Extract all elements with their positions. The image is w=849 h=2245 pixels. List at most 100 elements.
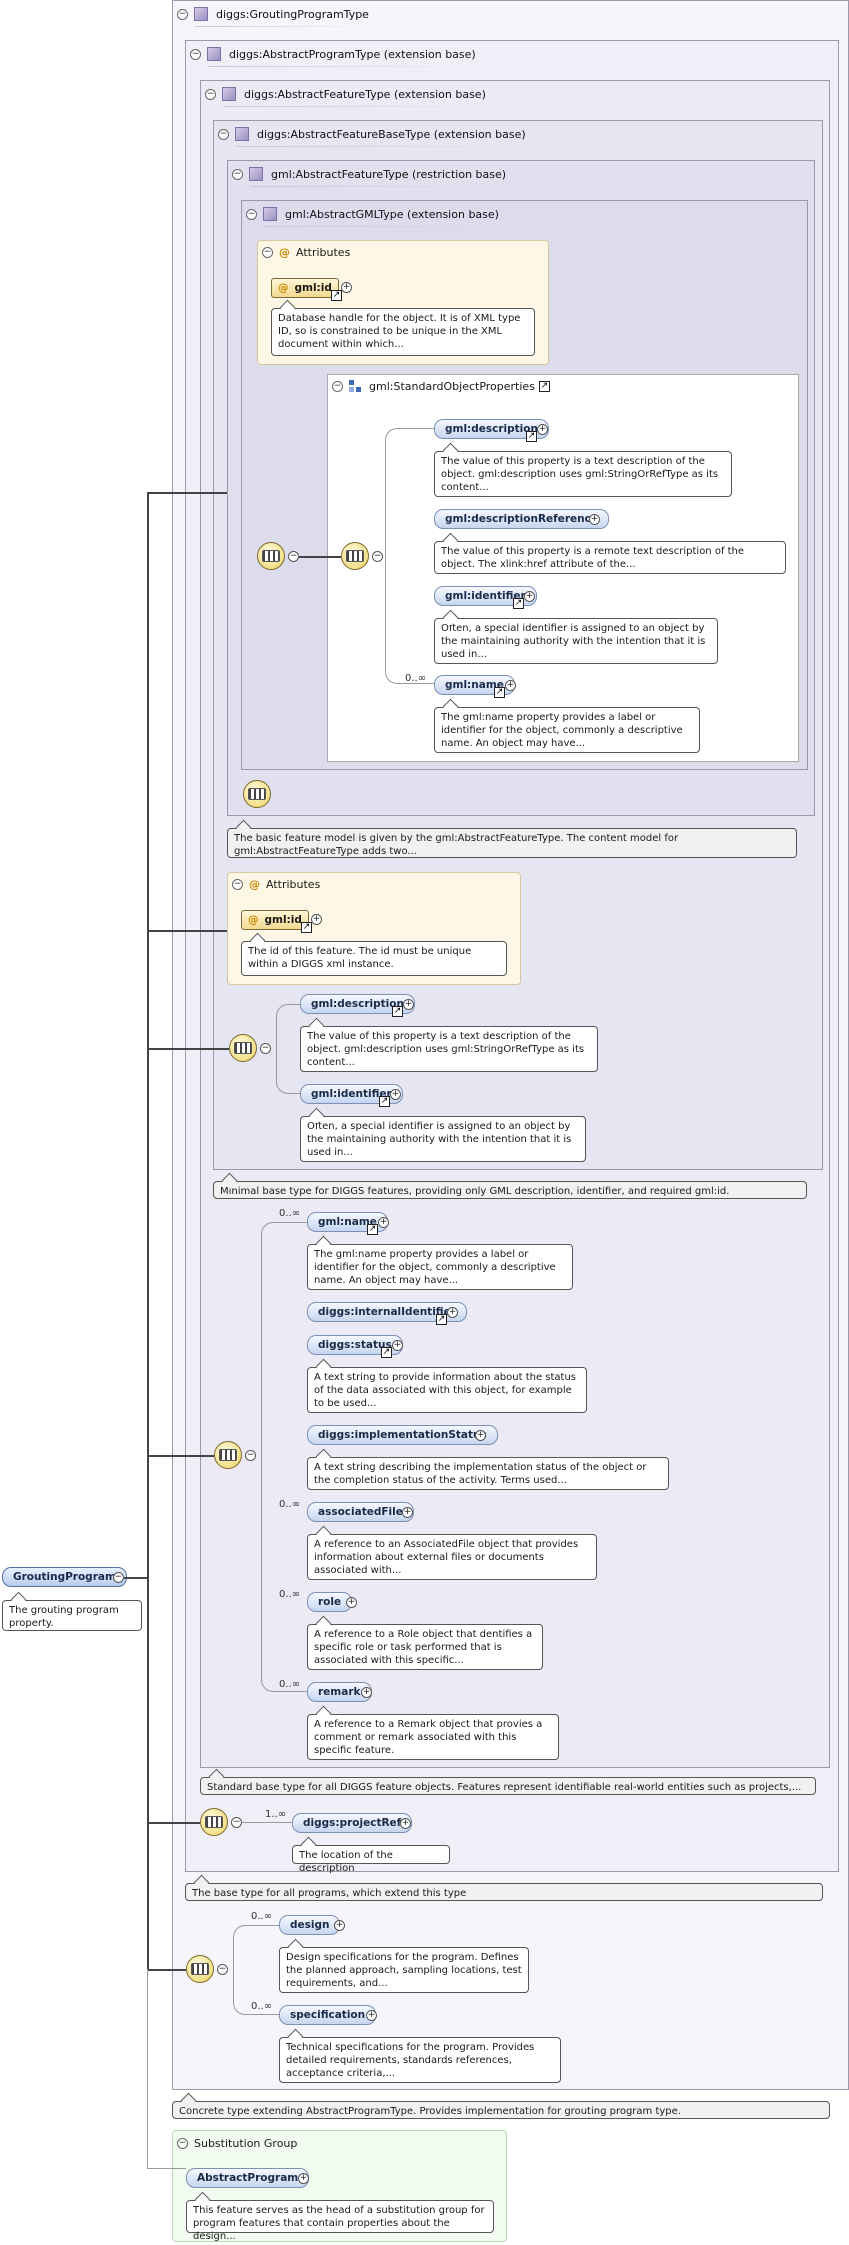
element-remark[interactable]: remark: [307, 1682, 372, 1702]
connector-branch: [147, 1822, 200, 1824]
sequence-compositor-icon[interactable]: [257, 542, 285, 570]
sequence-compositor-icon[interactable]: [214, 1441, 242, 1469]
expand-icon[interactable]: +: [402, 1507, 413, 1518]
connector-branch: [147, 1455, 214, 1457]
element-role[interactable]: role: [307, 1592, 353, 1612]
attribute-name: gml:id: [294, 282, 332, 294]
element-abstract-program[interactable]: AbstractProgram: [186, 2168, 310, 2188]
type-doc: Concrete type extending AbstractProgramT…: [172, 2101, 830, 2119]
sequence-compositor-icon[interactable]: [341, 542, 369, 570]
element-diggs-project-ref[interactable]: diggs:projectRef: [292, 1813, 413, 1833]
element-diggs-internal-identifier[interactable]: diggs:internalIdentifier: [307, 1302, 467, 1322]
element-gml-description[interactable]: gml:description: [434, 419, 549, 439]
expand-icon[interactable]: +: [298, 2173, 309, 2184]
link-icon[interactable]: ↗: [367, 1224, 378, 1235]
expand-icon[interactable]: +: [334, 1920, 345, 1931]
expand-icon[interactable]: +: [505, 680, 516, 691]
element-doc: The value of this property is a text des…: [300, 1026, 598, 1072]
sequence-compositor-icon[interactable]: [186, 1955, 214, 1983]
element-diggs-implementation-status[interactable]: diggs:implementationStatus: [307, 1425, 498, 1445]
group-name: gml:StandardObjectProperties: [369, 379, 535, 393]
collapse-toggle[interactable]: −: [245, 1450, 256, 1461]
header-divider: [264, 226, 499, 227]
collapse-toggle[interactable]: −: [231, 1817, 242, 1828]
expand-icon[interactable]: +: [346, 1597, 357, 1608]
link-icon[interactable]: ↗: [436, 1314, 447, 1325]
link-icon[interactable]: ↗: [331, 290, 342, 301]
complex-type-icon: [235, 127, 249, 141]
element-doc: Often, a special identifier is assigned …: [300, 1116, 586, 1162]
expand-icon[interactable]: +: [341, 282, 352, 293]
element-doc: A text string describing the implementat…: [307, 1457, 669, 1490]
element-doc: A text string to provide information abo…: [307, 1367, 587, 1413]
type-name: diggs:AbstractFeatureBaseType (extension…: [257, 127, 526, 141]
attribute-gml-id[interactable]: @ gml:id: [271, 278, 339, 298]
expand-icon[interactable]: +: [361, 1687, 372, 1698]
link-icon[interactable]: ↗: [494, 687, 505, 698]
link-icon[interactable]: ↗: [301, 922, 312, 933]
collapse-toggle[interactable]: −: [332, 380, 343, 392]
group-header: − gml:StandardObjectProperties ↗: [328, 375, 550, 397]
collapse-toggle[interactable]: −: [372, 551, 383, 562]
collapse-toggle[interactable]: −: [113, 1572, 124, 1583]
collapse-toggle[interactable]: −: [205, 88, 216, 100]
type-header: − diggs:AbstractFeatureType (extension b…: [201, 81, 486, 107]
element-specification[interactable]: specification: [279, 2005, 377, 2025]
collapse-toggle[interactable]: −: [177, 2137, 188, 2149]
collapse-toggle[interactable]: −: [246, 208, 257, 220]
sequence-compositor-icon[interactable]: [200, 1808, 228, 1836]
collapse-toggle[interactable]: −: [262, 246, 273, 258]
type-header: − gml:AbstractFeatureType (restriction b…: [228, 161, 507, 187]
link-icon[interactable]: ↗: [379, 1096, 390, 1107]
collapse-toggle[interactable]: −: [232, 878, 243, 890]
complex-type-icon: [263, 207, 277, 221]
expand-icon[interactable]: +: [524, 591, 535, 602]
collapse-toggle[interactable]: −: [177, 8, 188, 20]
element-gml-identifier[interactable]: gml:identifier: [434, 586, 537, 606]
type-name: diggs:GroutingProgramType: [216, 7, 369, 21]
collapse-toggle[interactable]: −: [288, 551, 299, 562]
expand-icon[interactable]: +: [400, 1818, 411, 1829]
cardinality: 0..∞: [279, 1679, 301, 1690]
element-diggs-status[interactable]: diggs:status: [307, 1335, 403, 1355]
expand-icon[interactable]: +: [366, 2010, 377, 2021]
expand-icon[interactable]: +: [311, 914, 322, 925]
link-icon[interactable]: ↗: [538, 380, 550, 392]
element-associated-file[interactable]: associatedFile: [307, 1502, 414, 1522]
complex-type-icon: [194, 7, 208, 21]
collapse-toggle[interactable]: −: [217, 1964, 228, 1975]
element-doc: This feature serves as the head of a sub…: [186, 2200, 494, 2242]
element-gml-description[interactable]: gml:description: [300, 994, 415, 1014]
element-gml-description-reference[interactable]: gml:descriptionReference: [434, 509, 609, 529]
expand-icon[interactable]: +: [537, 424, 548, 435]
sequence-compositor-icon[interactable]: [229, 1034, 257, 1062]
type-name: gml:AbstractGMLType (extension base): [285, 207, 499, 221]
link-icon[interactable]: ↗: [513, 598, 524, 609]
expand-icon[interactable]: +: [403, 999, 414, 1010]
collapse-toggle[interactable]: −: [190, 48, 201, 60]
expand-icon[interactable]: +: [447, 1307, 458, 1318]
cardinality: 0..∞: [405, 673, 427, 684]
complex-type-icon: [249, 167, 263, 181]
attribute-doc: Database handle for the object. It is of…: [271, 308, 535, 356]
connector-line: [242, 1822, 292, 1823]
link-icon[interactable]: ↗: [526, 431, 537, 442]
connector-trunk: [147, 492, 149, 1969]
collapse-toggle[interactable]: −: [218, 128, 229, 140]
element-doc: Technical specifications for the program…: [279, 2037, 561, 2083]
attribute-gml-id[interactable]: @ gml:id: [241, 910, 309, 930]
root-element-grouting-program[interactable]: GroutingProgram: [2, 1567, 127, 1587]
expand-icon[interactable]: +: [390, 1089, 401, 1100]
expand-icon[interactable]: +: [392, 1340, 403, 1351]
cardinality: 0..∞: [279, 1499, 301, 1510]
link-icon[interactable]: ↗: [381, 1347, 392, 1358]
element-gml-identifier[interactable]: gml:identifier: [300, 1084, 403, 1104]
element-design[interactable]: design: [279, 1915, 341, 1935]
collapse-toggle[interactable]: −: [232, 168, 243, 180]
expand-icon[interactable]: +: [475, 1430, 486, 1441]
link-icon[interactable]: ↗: [392, 1006, 403, 1017]
expand-icon[interactable]: +: [589, 514, 600, 525]
collapse-toggle[interactable]: −: [260, 1043, 271, 1054]
expand-icon[interactable]: +: [378, 1217, 389, 1228]
sequence-compositor-icon[interactable]: [243, 780, 271, 808]
